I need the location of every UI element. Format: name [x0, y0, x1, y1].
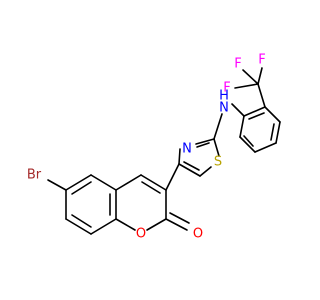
bond	[90, 174, 117, 191]
bond	[196, 142, 210, 148]
atom-s-thiazole: S	[214, 155, 222, 170]
atom-f-3: F	[223, 81, 230, 96]
bond	[141, 181, 161, 194]
atom-n-amine: N	[219, 101, 229, 116]
structure-canvas: Br O O N S N H F F F	[27, 53, 281, 242]
bond	[146, 218, 167, 231]
atom-br: Br	[27, 168, 42, 183]
bond	[213, 113, 223, 140]
bond	[183, 161, 200, 171]
bond	[239, 136, 256, 153]
bond	[47, 179, 67, 191]
bond	[248, 112, 265, 120]
atom-o-ring: O	[136, 227, 146, 242]
bond	[213, 138, 220, 157]
atom-o-carbonyl: O	[193, 227, 203, 242]
bond	[270, 123, 275, 141]
bond	[115, 174, 142, 191]
bond	[239, 115, 245, 138]
bond	[242, 69, 259, 85]
bond	[243, 135, 254, 147]
bond	[90, 218, 117, 235]
bond	[234, 83, 259, 89]
molecule-diagram: Br O O N S N H F F F	[27, 53, 281, 242]
bond	[231, 103, 245, 117]
bond	[71, 181, 92, 195]
atom-f-2: F	[258, 53, 265, 68]
bond	[115, 218, 136, 231]
bond	[65, 174, 92, 191]
atom-h-amine: H	[219, 89, 229, 104]
bond	[65, 218, 92, 235]
bond	[254, 142, 277, 153]
bond	[165, 218, 188, 231]
bond	[178, 148, 181, 165]
bond	[195, 138, 215, 145]
bond	[257, 67, 263, 85]
bond	[165, 163, 180, 191]
atom-n-thiazole: N	[182, 142, 192, 157]
bond	[71, 214, 92, 228]
bond	[243, 106, 266, 117]
bond	[275, 121, 281, 144]
bond	[178, 163, 201, 177]
bond-lines	[47, 67, 281, 235]
bond	[257, 83, 266, 108]
bond	[199, 166, 212, 177]
atom-f-1: F	[234, 57, 241, 72]
bond	[264, 106, 281, 123]
bond	[169, 212, 190, 224]
atom-labels: Br O O N S N H F F F	[27, 53, 266, 242]
bond	[140, 174, 167, 191]
